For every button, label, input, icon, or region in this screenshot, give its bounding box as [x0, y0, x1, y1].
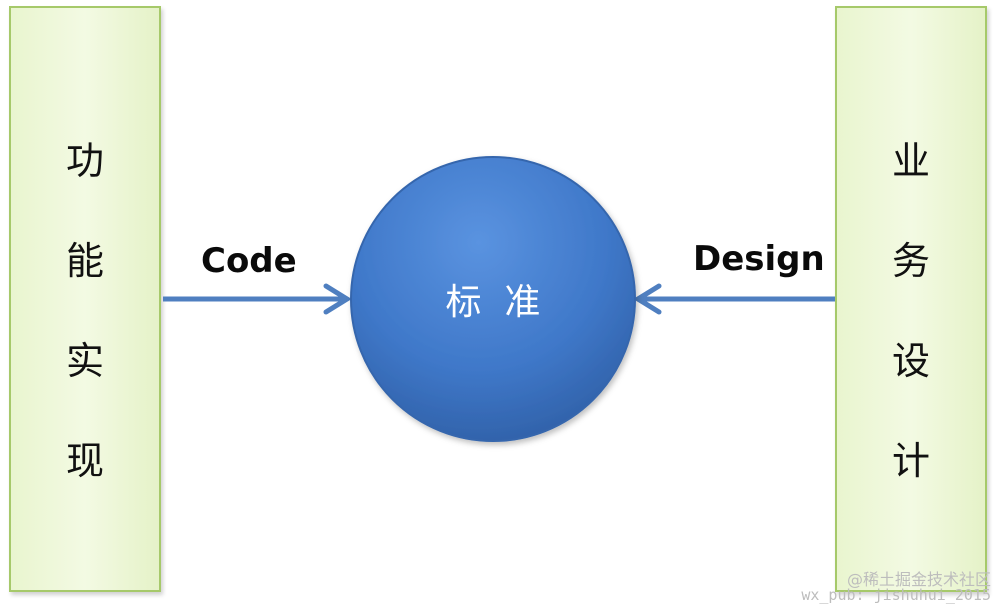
left-box-text: 功 能 实 现 — [11, 126, 159, 526]
code-arrow — [163, 283, 352, 315]
left-box-char: 能 — [65, 239, 104, 283]
right-box-char: 设 — [891, 339, 930, 383]
design-label: Design — [693, 239, 825, 279]
design-arrow — [633, 283, 835, 315]
right-box-business-design: 业 务 设 计 — [835, 6, 987, 592]
left-box-char: 现 — [65, 439, 104, 483]
standard-circle — [350, 156, 636, 442]
right-box-char: 业 — [891, 139, 930, 183]
left-box-char: 实 — [65, 339, 104, 383]
right-box-char: 务 — [891, 239, 930, 283]
right-box-char: 计 — [891, 439, 930, 483]
left-box-char: 功 — [65, 139, 104, 183]
watermark-community: @稀土掘金技术社区 — [846, 570, 991, 589]
watermark-account: wx_pub: jishuhui_2015 — [801, 586, 991, 604]
standard-label: 标 准 — [446, 282, 541, 323]
code-label: Code — [201, 241, 297, 281]
left-box-functional-implementation: 功 能 实 现 — [9, 6, 161, 592]
right-box-text: 业 务 设 计 — [837, 126, 985, 526]
